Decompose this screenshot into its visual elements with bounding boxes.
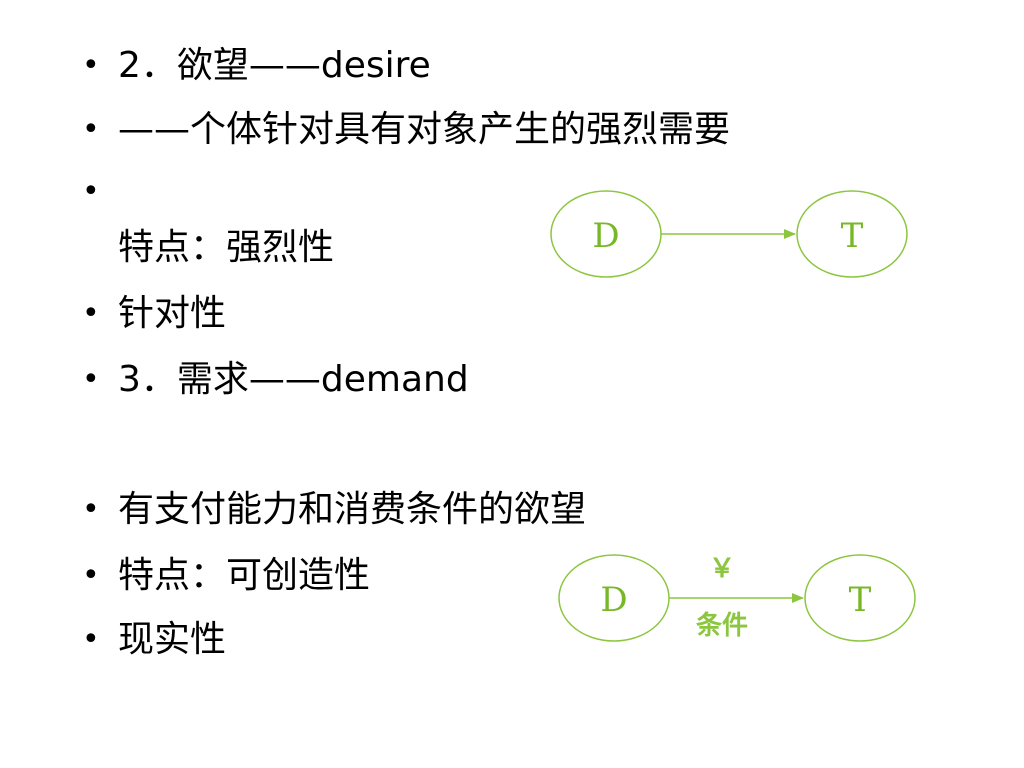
desire-node-t-label: T [841, 216, 864, 256]
desire-node-d-label: D [592, 216, 619, 256]
demand-node-d-label: D [600, 580, 627, 620]
bullet-dot: • [82, 112, 100, 147]
bullet-continuation-feature: 特点：强烈性 [118, 227, 335, 268]
bullet-item-desire-heading: • 2．欲望——desire [82, 36, 431, 96]
bullet-item-empty: • [82, 162, 118, 222]
demand-node-t [804, 554, 916, 642]
bullet-dot: • [82, 48, 100, 83]
bullet-item-targeted: • 针对性 [82, 284, 226, 344]
bullet-dot: • [82, 296, 100, 331]
bullet-text: 有支付能力和消费条件的欲望 [118, 489, 587, 530]
bullet-text: 现实性 [118, 619, 227, 660]
bullet-dot: • [82, 558, 100, 593]
bullet-text: ——个体针对具有对象产生的强烈需要 [118, 109, 731, 150]
desire-diagram: D T [550, 190, 908, 278]
bullet-dot: • [82, 492, 100, 527]
money-symbol-label: ￥ [709, 554, 735, 584]
desire-node-t [796, 190, 908, 278]
bullet-item-realistic: • 现实性 [82, 610, 226, 670]
bullet-text: 3．需求——demand [118, 359, 469, 400]
bullet-text: 2．欲望——desire [118, 45, 431, 86]
bullet-text: 针对性 [118, 293, 227, 334]
bullet-item-demand-definition: • 有支付能力和消费条件的欲望 [82, 480, 586, 540]
demand-diagram: D T ￥ 条件 [558, 554, 916, 642]
bullet-dot: • [82, 174, 100, 209]
bullet-item-desire-definition: • ——个体针对具有对象产生的强烈需要 [82, 100, 730, 160]
demand-node-t-label: T [849, 580, 872, 620]
bullet-item-creatable: • 特点：可创造性 [82, 546, 370, 606]
condition-label: 条件 [696, 611, 748, 641]
bullet-text: 特点：可创造性 [118, 555, 371, 596]
bullet-dot: • [82, 362, 100, 397]
bullet-item-demand-heading: • 3．需求——demand [82, 350, 469, 410]
bullet-dot: • [82, 622, 100, 657]
